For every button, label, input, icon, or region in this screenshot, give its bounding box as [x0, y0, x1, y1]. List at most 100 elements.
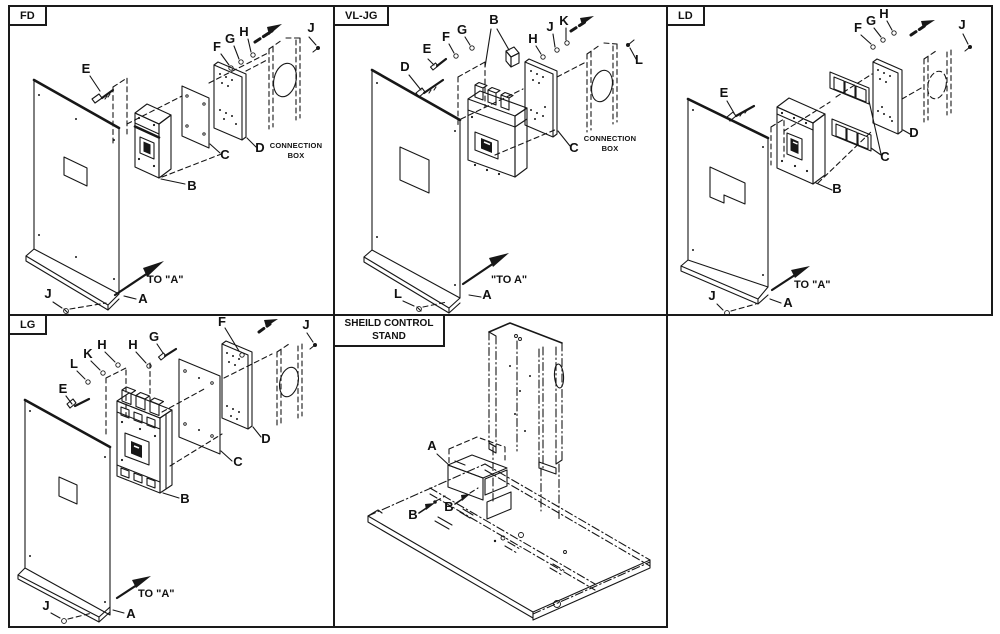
bolt-e: [65, 395, 91, 409]
assembly-direction-arrow: [909, 20, 935, 37]
assembly-direction-arrow: [569, 16, 594, 33]
callout-h: H: [879, 7, 888, 21]
to-a-label: TO "A": [138, 588, 175, 600]
to-a-label: "TO A": [491, 274, 527, 286]
to-a-arrow: [113, 261, 164, 300]
callout-h: H: [239, 24, 248, 39]
bolt-e: [89, 75, 115, 104]
callout-h: H: [528, 31, 537, 46]
circuit-breaker: [467, 81, 528, 178]
door-panel: [25, 78, 121, 311]
panel-vljg: VL-JG: [333, 5, 668, 316]
door-panel: [17, 398, 112, 623]
callout-d: D: [255, 140, 264, 155]
callout-j-bottom: J: [42, 598, 49, 613]
callout-e: E: [82, 61, 91, 76]
hardware-screws: [50, 327, 317, 624]
to-a-arrow: [769, 266, 810, 304]
hardware-screws: [402, 27, 637, 312]
panel-vljg-title: VL-JG: [333, 5, 390, 26]
callout-h-right: H: [128, 337, 137, 352]
callout-k: K: [559, 13, 569, 28]
hardware-screws: [716, 20, 972, 314]
callout-c: C: [220, 147, 230, 162]
callout-f: F: [218, 316, 226, 329]
insulator-plate-c: [181, 85, 221, 154]
ld-diagram: E F G H J B C D A J TO "A": [680, 7, 972, 314]
circuit-breaker: [116, 386, 180, 499]
to-a-arrow: [461, 253, 509, 298]
connection-box-label: BOX: [288, 151, 305, 160]
to-a-label: TO "A": [794, 279, 831, 291]
hardware-screws: [52, 36, 320, 314]
callout-c: C: [233, 454, 243, 469]
to-a-label: TO "A": [147, 274, 184, 286]
bolt-e: [726, 100, 756, 122]
insulator-strips-c: [829, 71, 882, 156]
callout-a: A: [427, 438, 437, 453]
callout-d: D: [909, 125, 918, 140]
base-skid-phantom: [367, 463, 651, 621]
alignment-dashed-lines: [105, 353, 273, 467]
connection-box: [923, 49, 952, 123]
panel-lg: LG: [8, 314, 335, 628]
circuit-breaker: [133, 103, 186, 185]
bolt-d: [408, 74, 445, 98]
callout-b: B: [489, 12, 498, 27]
to-a-arrow: [112, 576, 151, 614]
shield-part: [436, 436, 512, 520]
fd-diagram: E F G H J B C D A J TO "A" CONNECTION BO…: [25, 20, 322, 314]
callout-l: L: [70, 356, 78, 371]
callout-g: G: [866, 13, 876, 28]
callout-l-bottom: L: [394, 286, 402, 301]
assembly-direction-arrow: [257, 319, 278, 334]
insulator-plate-c: [178, 358, 233, 462]
callout-j-top: J: [307, 20, 314, 35]
mounting-screws-b: [418, 487, 479, 514]
connection-box: [586, 42, 618, 133]
callout-k: K: [83, 346, 93, 361]
panel-ld: LD: [666, 5, 993, 316]
insulator-plate-c: [524, 58, 571, 147]
callout-a: A: [783, 295, 793, 310]
connection-box-label: CONNECTION: [584, 134, 636, 143]
connection-box-label: BOX: [602, 144, 619, 153]
callout-j-bottom: J: [708, 288, 715, 303]
assembly-direction-arrow: [253, 24, 282, 44]
callout-f: F: [213, 39, 221, 54]
panel-fd: FD: [8, 5, 335, 316]
connection-box-label: CONNECTION: [270, 141, 322, 150]
callout-j-top: J: [958, 17, 965, 32]
panel-shield-title: SHEILD CONTROL STAND: [333, 314, 445, 347]
callout-b: B: [832, 181, 841, 196]
mounting-plate-d: [221, 340, 262, 438]
callout-e: E: [423, 41, 432, 56]
panel-fd-title: FD: [8, 5, 47, 26]
callout-j: J: [546, 19, 553, 34]
callout-f: F: [854, 20, 862, 35]
callout-d: D: [400, 59, 409, 74]
callout-b-left: B: [408, 507, 417, 522]
panel-ld-title: LD: [666, 5, 705, 26]
callout-c: C: [880, 149, 890, 164]
mounting-plate-d: [872, 58, 911, 135]
callout-d: D: [261, 431, 270, 446]
callout-g: G: [225, 31, 235, 46]
callout-b-right: B: [444, 499, 453, 514]
circuit-breaker: [776, 97, 833, 191]
vljg-diagram: D E F G B H J K L C A L "TO A" CONNECTIO…: [363, 12, 643, 314]
panel-shield-control-stand: SHEILD CONTROL STAND: [333, 314, 668, 628]
callout-j-bottom: J: [44, 286, 51, 301]
control-stand-phantom: [488, 322, 565, 522]
mounting-plate-d: [213, 61, 257, 148]
alignment-dashed-lines: [457, 61, 587, 156]
callout-a: A: [482, 287, 492, 302]
callout-f: F: [442, 29, 450, 44]
door-panel: [680, 97, 770, 305]
callout-g: G: [457, 22, 467, 37]
callout-g: G: [149, 329, 159, 344]
callout-b: B: [180, 491, 189, 506]
panel-lg-title: LG: [8, 314, 48, 335]
alignment-dashed-lines: [112, 52, 269, 178]
